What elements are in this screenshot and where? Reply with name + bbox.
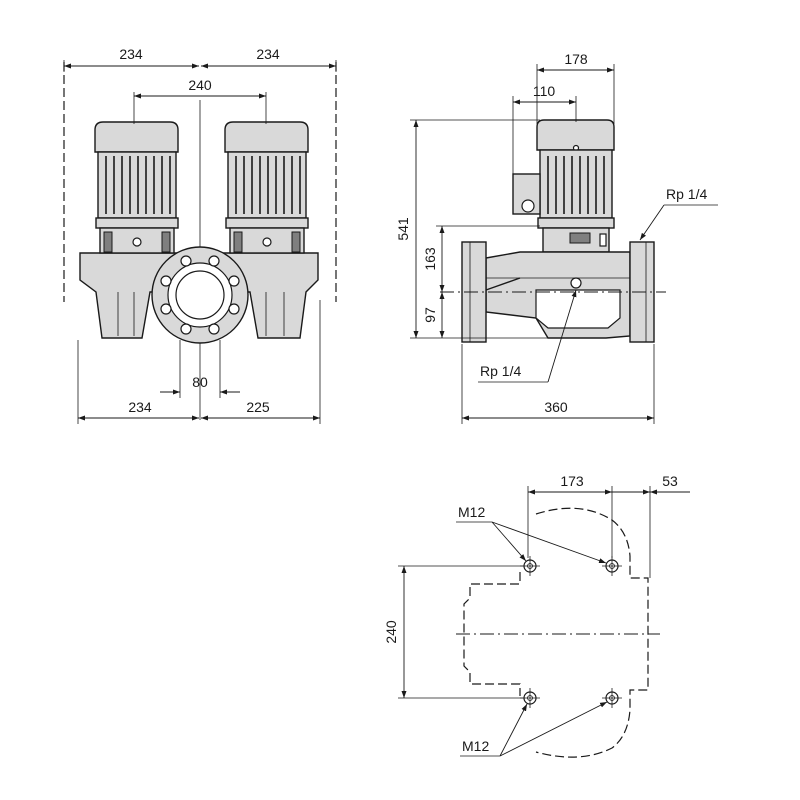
right-motor [224, 121, 309, 254]
dim-motor-spacing: 240 [188, 77, 212, 93]
dim-front-bottom-left: 234 [128, 399, 152, 415]
thread-label-bottom: M12 [462, 738, 489, 754]
base-footprint-outline [463, 507, 649, 758]
dim-side-length: 360 [544, 399, 568, 415]
dim-side-motor-offset: 110 [533, 83, 556, 99]
bolt-hole-top-right [602, 556, 622, 576]
front-flange [151, 246, 249, 344]
dim-side-top: 178 [564, 51, 588, 67]
dim-front-bottom-right: 225 [246, 399, 270, 415]
front-view: 234 234 240 80 234 225 [63, 46, 337, 424]
dim-base-top-mid: 173 [560, 473, 584, 489]
bolt-hole-bottom-right [602, 688, 622, 708]
side-motor-cap [536, 119, 615, 151]
base-view: 173 53 240 M12 M12 [383, 473, 690, 758]
front-pump-housing [79, 252, 319, 339]
dim-side-height-total: 541 [395, 217, 411, 241]
left-motor [94, 121, 179, 254]
dim-front-flange: 80 [192, 374, 208, 390]
dim-base-top-right: 53 [662, 473, 678, 489]
dim-side-flange-top: 163 [422, 247, 438, 271]
port-label-upper: Rp 1/4 [666, 186, 707, 202]
dim-side-flange-bottom: 97 [422, 307, 438, 323]
dim-base-vertical: 240 [383, 620, 399, 644]
dim-front-top-right: 234 [256, 46, 280, 62]
side-view: 178 110 541 163 97 360 Rp 1/4 Rp 1/4 [395, 51, 718, 424]
bolt-hole-bottom-left [520, 688, 540, 708]
port-label-lower: Rp 1/4 [480, 363, 521, 379]
dim-front-top-left: 234 [119, 46, 143, 62]
thread-label-top: M12 [458, 504, 485, 520]
